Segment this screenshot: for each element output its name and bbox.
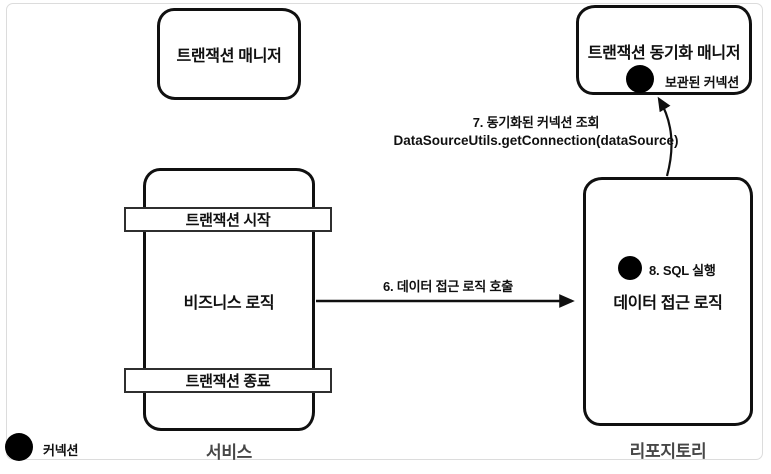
service-caption: 서비스 (205, 443, 253, 462)
legend-connection-label: 커넥션 (43, 443, 79, 458)
transaction-manager-title: 트랜잭션 매니저 (176, 48, 282, 65)
tx-begin-band: 트랜잭션 시작 (124, 207, 332, 232)
sync-manager-title: 트랜잭션 동기화 매니저 (587, 45, 741, 62)
connection-dot-icon (5, 433, 33, 461)
lookup-connection-label-line2: DataSourceUtils.getConnection(dataSource… (393, 133, 679, 148)
lookup-connection-label: 7. 동기화된 커넥션 조회 DataSourceUtils.getConnec… (370, 112, 702, 148)
tx-end-band: 트랜잭션 종료 (124, 368, 332, 393)
connection-dot-icon (626, 65, 654, 93)
transaction-manager-box: 트랜잭션 매니저 (157, 8, 301, 100)
data-access-logic-label: 데이터 접근 로직 (613, 295, 723, 312)
sync-manager-box: 트랜잭션 동기화 매니저 보관된 커넥션 (576, 5, 752, 95)
connection-dot-icon (618, 256, 642, 280)
sql-exec-label: 8. SQL 실행 (649, 263, 716, 278)
stored-connection-label: 보관된 커넥션 (665, 75, 739, 90)
repository-box (583, 177, 753, 426)
call-data-access-label: 6. 데이터 접근 로직 호출 (383, 279, 513, 294)
lookup-connection-label-line1: 7. 동기화된 커넥션 조회 (472, 115, 600, 130)
business-logic-label: 비즈니스 로직 (183, 295, 275, 312)
repository-caption: 리포지토리 (629, 442, 707, 461)
